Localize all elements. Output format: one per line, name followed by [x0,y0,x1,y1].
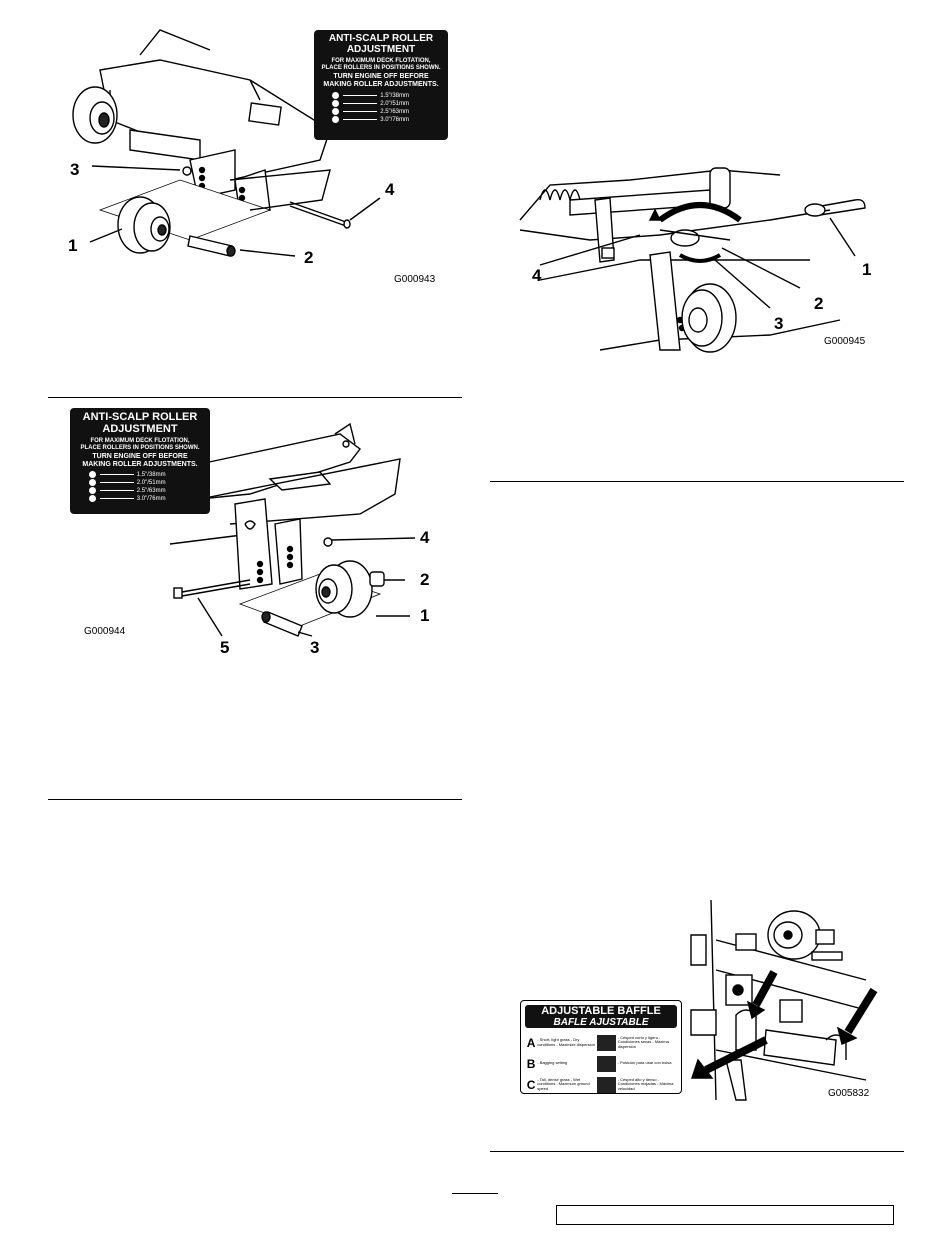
row-desc-es: - Césped corto y ligero - Condiciones se… [617,1034,669,1049]
dot-icon [332,92,340,100]
figure-id: G000945 [824,336,866,347]
figure-4-drawing [690,900,878,1101]
callout-2: 2 [304,248,314,267]
dot-icon [88,487,96,495]
row-desc-en: - Tall, dense grass - Wet conditions - M… [537,1076,590,1091]
rain-icon [596,1076,616,1093]
decal-line-2: PLACE ROLLERS IN POSITIONS SHOWN. [80,444,200,451]
baffle-row-c: C - Tall, dense grass - Wet conditions -… [525,1074,677,1095]
decal-option: 3.0"/76mm [332,116,430,124]
callout-4: 4 [532,266,542,285]
callout-5: 5 [220,638,230,657]
figure-1-drawing [72,29,381,257]
baffle-subtitle: BAFLE AJUSTABLE [553,1017,649,1028]
divider [48,799,462,800]
grass-icon [596,1034,616,1051]
footer-box [556,1205,894,1225]
row-desc-en: - Bagging setting [537,1060,568,1066]
decal-option: 1.5"/38mm [88,471,191,479]
decal-line-3: TURN ENGINE OFF BEFORE [92,453,188,461]
callout-4: 4 [385,180,395,199]
decal-title-1: ANTI-SCALP ROLLER [328,33,434,44]
callout-2: 2 [420,570,430,589]
anti-scalp-decal: ANTI-SCALP ROLLER ADJUSTMENT FOR MAXIMUM… [314,30,448,140]
figure-3-roller-pin: 1 2 3 4 G000945 [510,160,910,360]
decal-line-4: MAKING ROLLER ADJUSTMENTS. [82,460,198,468]
anti-scalp-decal: ANTI-SCALP ROLLER ADJUSTMENT FOR MAXIMUM… [70,408,210,514]
figure-2-drawing [169,422,416,637]
divider [490,1151,904,1152]
callout-2: 2 [814,294,824,313]
row-desc-es: - Césped alto y denso - Condiciones moja… [617,1076,674,1091]
figure-4-adjustable-baffle: ADJUSTABLE BAFFLE BAFLE AJUSTABLE A - Sh… [516,900,886,1105]
baffle-row-a: A - Short, light grass - Dry conditions … [525,1032,677,1053]
decal-option: 2.5"/63mm [332,108,430,116]
figure-id: G000943 [394,274,436,285]
callout-3: 3 [70,160,80,179]
baffle-decal-header: ADJUSTABLE BAFFLE BAFLE AJUSTABLE [525,1005,677,1028]
callout-3: 3 [310,638,320,657]
row-letter: B [526,1056,536,1071]
callout-1: 1 [862,260,872,279]
row-desc-en: - Short, light grass - Dry conditions - … [537,1037,596,1047]
decal-line-1: FOR MAXIMUM DECK FLOTATION, [90,438,190,445]
decal-line-4: MAKING ROLLER ADJUSTMENTS. [323,80,439,88]
callout-1: 1 [68,236,78,255]
callout-1: 1 [420,606,430,625]
divider [490,481,904,482]
decal-option: 1.5"/38mm [332,92,430,100]
decal-line-1: FOR MAXIMUM DECK FLOTATION, [331,58,431,64]
decal-title-2: ADJUSTMENT [102,422,178,435]
dot-icon [88,495,96,503]
decal-line-2: PLACE ROLLERS IN POSITIONS SHOWN. [321,64,441,71]
row-letter: A [526,1035,536,1050]
adjustable-baffle-decal: ADJUSTABLE BAFFLE BAFLE AJUSTABLE A - Sh… [520,1000,682,1094]
figure-1-anti-scalp-roller: ANTI-SCALP ROLLER ADJUSTMENT FOR MAXIMUM… [50,20,460,300]
decal-option: 2.0"/51mm [88,479,191,487]
dot-icon [332,100,340,108]
callout-3: 3 [774,314,784,333]
row-letter: C [526,1077,536,1092]
decal-option: 2.5"/63mm [88,487,191,495]
figure-id: G005832 [828,1088,870,1099]
row-desc-es: - Posición para usar con bolsa [617,1060,672,1066]
dot-icon [332,116,340,124]
decal-option: 2.0"/51mm [332,100,430,108]
divider [48,397,462,398]
figure-3-drawing [519,167,866,353]
baffle-title: ADJUSTABLE BAFFLE [541,1005,661,1017]
page-number-rule [452,1193,498,1194]
decal-line-3: TURN ENGINE OFF BEFORE [333,73,429,81]
figure-id: G000944 [84,626,126,637]
dot-icon [88,479,96,487]
dot-icon [88,471,96,479]
decal-option: 3.0"/76mm [88,495,191,503]
decal-title-1: ANTI-SCALP ROLLER [82,411,198,423]
baffle-row-b: B - Bagging setting - Posición para usar… [525,1053,677,1074]
figure-2-anti-scalp-roller: ANTI-SCALP ROLLER ADJUSTMENT FOR MAXIMUM… [50,404,460,659]
bag-icon [596,1055,616,1072]
dot-icon [332,108,340,116]
callout-4: 4 [420,528,430,547]
decal-title-2: ADJUSTMENT [346,43,416,55]
